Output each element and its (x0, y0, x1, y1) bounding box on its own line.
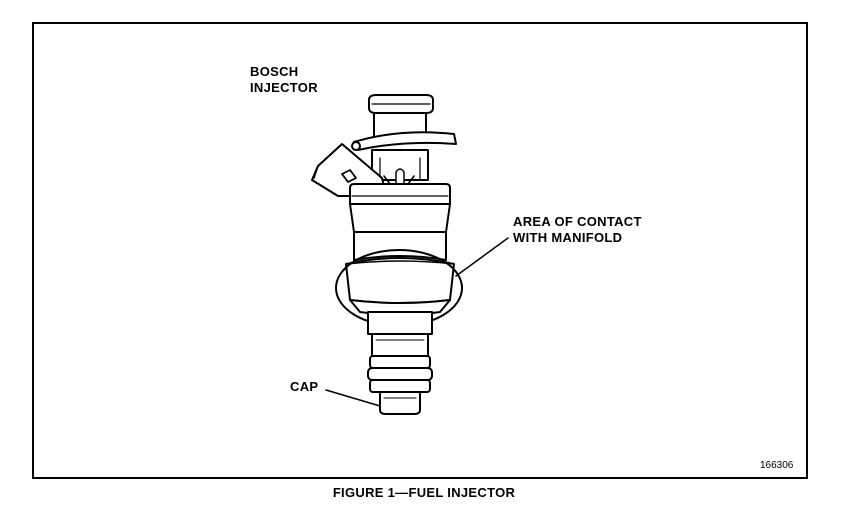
injector-lower-body (367, 311, 433, 357)
leader-lines (325, 237, 509, 407)
injector-label-line1: BOSCH (250, 64, 299, 79)
injector-bottom-cap (379, 391, 421, 415)
cap-leader-line (325, 389, 381, 407)
figure-id-number: 166306 (760, 460, 794, 471)
injector-collar (349, 183, 451, 205)
cap-label: CAP (290, 379, 319, 394)
injector-main-body (345, 203, 455, 316)
lower-o-ring (367, 355, 433, 393)
injector-upper-body (371, 149, 429, 185)
contact-leader-line (455, 237, 509, 277)
retaining-clip (351, 131, 457, 151)
injector-label-line2: INJECTOR (250, 80, 318, 95)
contact-area-label: AREA OF CONTACT WITH MANIFOLD (513, 214, 642, 246)
figure-caption: FIGURE 1—FUEL INJECTOR (332, 485, 516, 500)
injector-top-cap (368, 94, 434, 114)
contact-label-line2: WITH MANIFOLD (513, 230, 623, 245)
injector-label: BOSCH INJECTOR (250, 64, 318, 96)
contact-label-line1: AREA OF CONTACT (513, 214, 642, 229)
figure-frame (32, 22, 808, 479)
